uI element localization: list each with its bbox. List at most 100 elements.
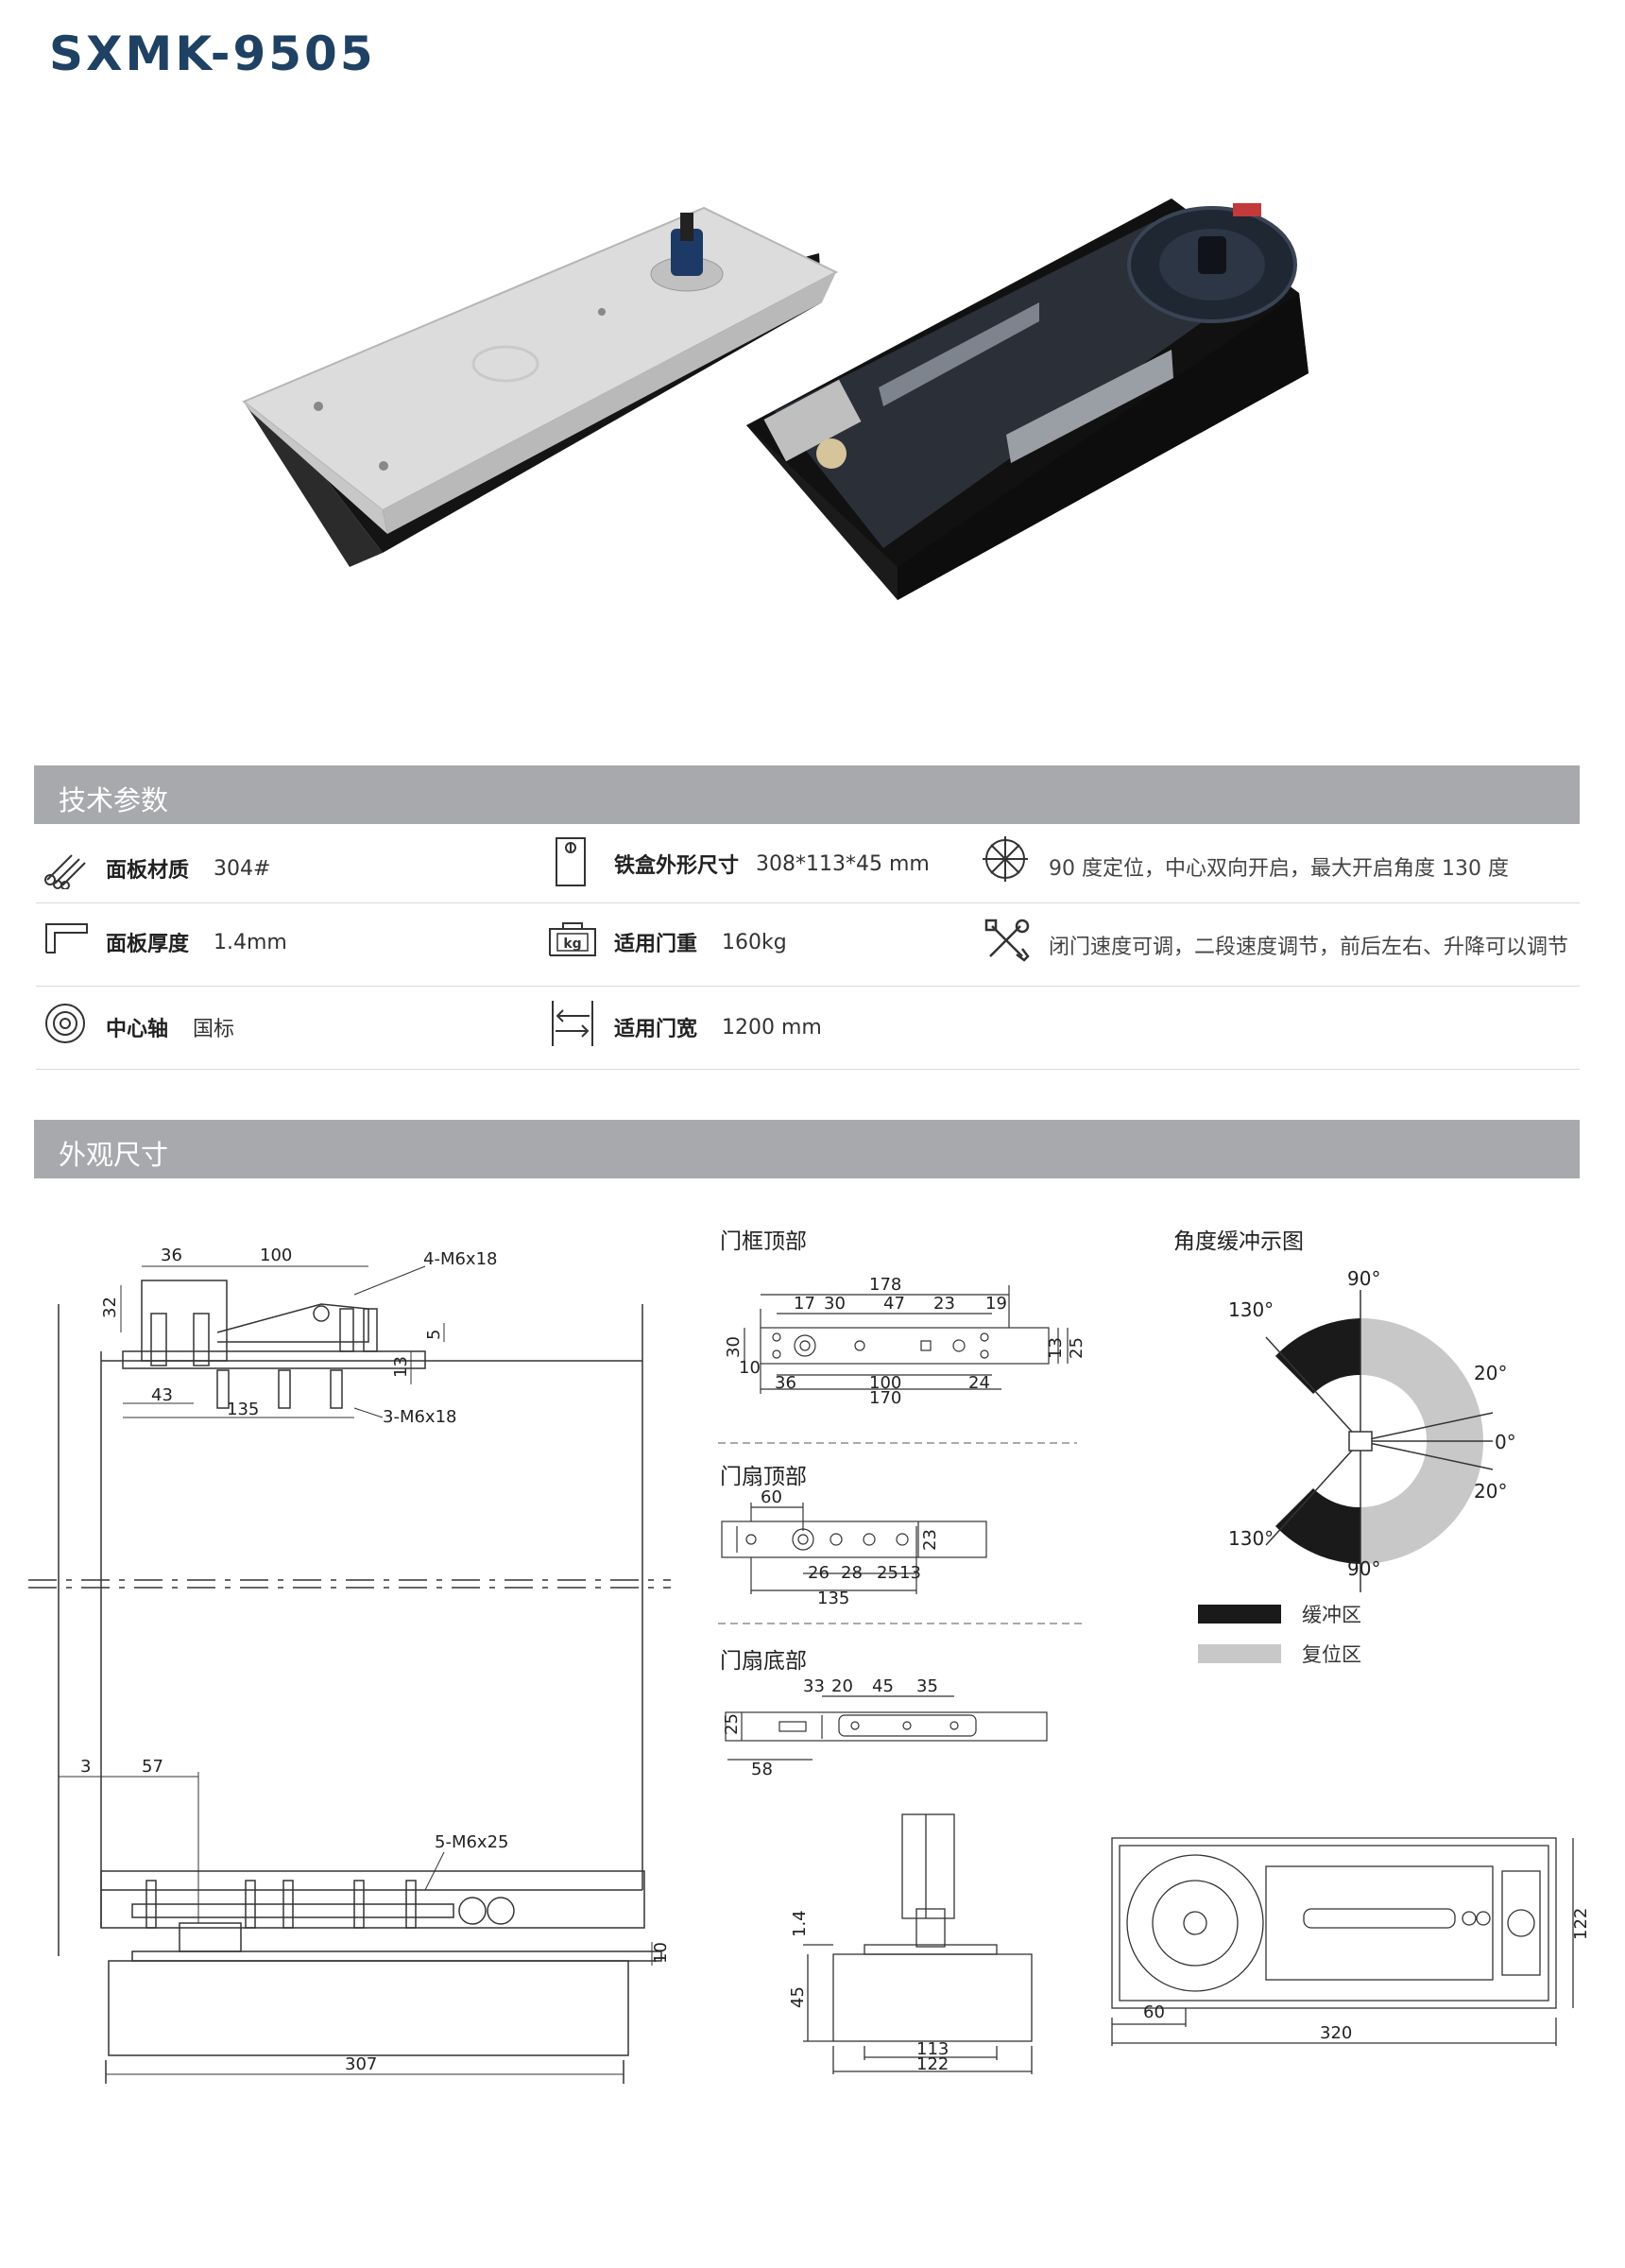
spec-label: 铁盒外形尺寸 — [614, 854, 740, 878]
dim-20: 20 — [831, 1676, 853, 1696]
dim-13: 13 — [391, 1356, 411, 1378]
angle-130-bottom: 130° — [1228, 1527, 1274, 1550]
dim-25: 25 — [1067, 1337, 1086, 1359]
dim-122: 122 — [916, 2054, 949, 2074]
dim-178: 178 — [869, 1275, 901, 1295]
target-icon — [45, 1004, 85, 1043]
spec-row-divider — [36, 902, 1580, 903]
spec-box-size: 铁盒外形尺寸 308*113*45 mm — [614, 849, 930, 879]
dim-24: 24 — [968, 1373, 990, 1393]
spec-door-width: 适用门宽 1200 mm — [614, 1012, 822, 1042]
dim-60: 60 — [761, 1488, 782, 1507]
angle-130-top: 130° — [1228, 1298, 1274, 1321]
dimensions-title: 外观尺寸 — [59, 1139, 169, 1171]
dim-19: 19 — [985, 1294, 1007, 1314]
dim-60: 60 — [1143, 2002, 1165, 2022]
dim-23: 23 — [933, 1294, 955, 1314]
dim-135: 135 — [227, 1400, 259, 1419]
dim-47: 47 — [883, 1294, 905, 1314]
dim-57: 57 — [142, 1757, 163, 1777]
weight-icon-label: kg — [563, 936, 581, 952]
frame-top-diagram: 178 17 30 47 23 19 30 10 36 100 24 170 1… — [724, 1275, 1086, 1408]
spec-label: 中心轴 — [106, 1018, 169, 1041]
dim-58: 58 — [751, 1760, 773, 1777]
leaf-top-diagram: 60 26 28 25 13 135 23 — [721, 1488, 987, 1608]
dimensions-header: 外观尺寸 — [34, 1120, 1580, 1178]
side-view-drawing: 1.4 45 113 122 — [788, 1813, 1033, 2074]
dim-35: 35 — [916, 1676, 938, 1696]
closed-unit-image — [242, 206, 839, 567]
dim-45: 45 — [872, 1676, 894, 1696]
dim-10: 10 — [651, 1942, 671, 1964]
spec-value: 160kg — [722, 930, 787, 954]
dim-113: 113 — [916, 2039, 949, 2059]
spec-label: 适用门重 — [614, 933, 698, 956]
compass-icon — [983, 836, 1028, 882]
dim-23: 23 — [920, 1529, 940, 1551]
spec-value: 国标 — [193, 1018, 235, 1041]
angle-profile-icon — [45, 923, 88, 954]
spec-label: 适用门宽 — [614, 1018, 698, 1041]
screw-5-m6x25: 5-M6x25 — [435, 1832, 509, 1852]
screw-3-m6x18: 3-M6x18 — [383, 1407, 457, 1427]
tools-icon — [984, 919, 1030, 962]
dim-320: 320 — [1320, 2023, 1352, 2043]
dim-1-4: 1.4 — [790, 1910, 810, 1937]
spec-value: 1200 mm — [722, 1015, 822, 1040]
leaf-bottom-title: 门扇底部 — [720, 1649, 807, 1674]
angle-buffer-diagram: 90° 130° 20° 0° 20° 130° 90° — [1228, 1267, 1516, 1592]
rods-icon — [44, 854, 86, 889]
leaf-bottom-diagram: 33 20 45 35 25 58 — [722, 1676, 1048, 1777]
dashed-divider — [718, 1623, 1086, 1624]
dim-122: 122 — [1571, 1908, 1591, 1940]
box-icon — [556, 837, 586, 886]
dim-32: 32 — [100, 1297, 120, 1318]
dim-100: 100 — [260, 1246, 292, 1265]
legend-buffer-label: 缓冲区 — [1302, 1604, 1361, 1626]
dim-10: 10 — [739, 1358, 761, 1378]
product-photo — [242, 198, 1309, 600]
dim-36: 36 — [775, 1373, 796, 1393]
spec-row-divider — [36, 986, 1580, 987]
spec-value: 308*113*45 mm — [756, 851, 930, 876]
legend-buffer-swatch — [1198, 1605, 1281, 1624]
angle-title: 角度缓冲示图 — [1173, 1229, 1304, 1254]
spec-positioning: 90 度定位，中心双向开启，最大开启角度 130 度 — [1049, 851, 1509, 882]
arrows-icon — [552, 1001, 593, 1046]
dim-43: 43 — [151, 1385, 173, 1405]
dim-170: 170 — [869, 1388, 901, 1408]
angle-20-top: 20° — [1474, 1362, 1507, 1384]
angle-90-top: 90° — [1347, 1267, 1380, 1290]
dashed-divider — [718, 1442, 1077, 1444]
legend-reset-swatch — [1198, 1644, 1281, 1663]
leaf-top-title: 门扇顶部 — [720, 1465, 807, 1489]
dim-13: 13 — [1046, 1337, 1066, 1359]
dim-30: 30 — [824, 1294, 846, 1314]
spec-text: 90 度定位，中心双向开启，最大开启角度 130 度 — [1049, 857, 1509, 881]
spec-row-divider — [36, 1069, 1580, 1070]
top-view-drawing: 60 320 122 — [1111, 1837, 1591, 2046]
dim-100: 100 — [869, 1373, 901, 1393]
legend-reset-label: 复位区 — [1302, 1643, 1361, 1666]
spec-door-weight: 适用门重 160kg — [614, 927, 787, 957]
dim-17: 17 — [794, 1294, 815, 1314]
spec-panel-material: 面板材质 304# — [106, 853, 270, 884]
frame-top-title: 门框顶部 — [720, 1229, 807, 1254]
screw-4-m6x18: 4-M6x18 — [423, 1249, 498, 1269]
weight-kg-icon: kg — [549, 922, 596, 956]
dim-36: 36 — [161, 1246, 182, 1265]
dim-26: 26 — [808, 1563, 830, 1583]
product-title: SXMK-9505 — [49, 26, 376, 81]
spec-text: 闭门速度可调，二段速度调节，前后左右、升降可以调节 — [1049, 936, 1569, 959]
spec-center-axis: 中心轴 国标 — [106, 1012, 234, 1042]
angle-0: 0° — [1495, 1431, 1516, 1453]
dim-5: 5 — [424, 1330, 444, 1340]
tech-params-header: 技术参数 — [34, 765, 1580, 824]
dim-25: 25 — [722, 1713, 742, 1735]
spec-value: 304# — [214, 856, 271, 881]
dim-45: 45 — [788, 1986, 808, 2008]
dim-28: 28 — [841, 1563, 863, 1583]
dim-3: 3 — [80, 1757, 91, 1777]
spec-panel-thickness: 面板厚度 1.4mm — [106, 927, 287, 957]
angle-90-bottom: 90° — [1347, 1557, 1380, 1580]
